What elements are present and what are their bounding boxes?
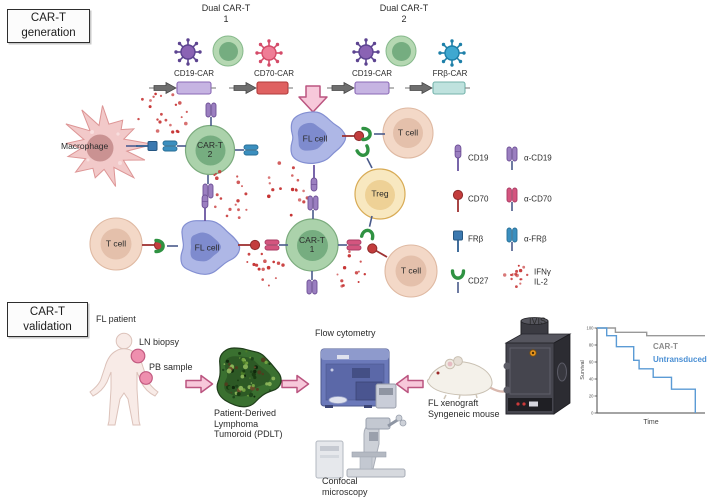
- legend-anti-cd19-icon: [506, 146, 518, 171]
- dual-car-t-1-title: Dual CAR-T 1: [201, 3, 251, 24]
- legend-anti-frb-icon: [506, 227, 518, 252]
- cd27-receptor-treg: [355, 144, 379, 173]
- validation-section-box: CAR-T validation: [7, 302, 88, 337]
- flow-cytometry-label: Flow cytometry: [315, 328, 376, 338]
- anti-cd19-receptor: [202, 174, 214, 199]
- lentivirus-pink-icon: [255, 39, 283, 67]
- legend-cd27-icon: [450, 269, 466, 295]
- lentivirus-purple-icon-2: [352, 38, 380, 66]
- legend-cd70-icon: [452, 189, 464, 213]
- tumoroid-image: [216, 347, 282, 408]
- fl-cell-upper-label: FL cell: [302, 133, 328, 144]
- chart-ylabel: Survival: [580, 360, 586, 380]
- frb-car-label: FRβ-CAR: [432, 69, 468, 78]
- frb-car-construct: [405, 81, 470, 95]
- cd19-antigen: [310, 164, 318, 192]
- car-t-1-label: CAR-T 1: [299, 235, 325, 254]
- cd70-car-label: CD70-CAR: [253, 69, 295, 78]
- flow-arrow-left: [395, 374, 424, 394]
- patient-figure: [89, 332, 159, 426]
- mouse-icon: [427, 356, 514, 400]
- confocal-microscope-icon: [315, 414, 407, 479]
- legend-cd19-label: CD19: [468, 153, 489, 163]
- transduction-down-arrow: [298, 85, 328, 113]
- transduced-cell-1: [212, 35, 244, 67]
- svg-text:0: 0: [591, 411, 594, 416]
- lentivirus-purple-icon: [174, 38, 202, 66]
- anti-frb-receptor: [234, 144, 259, 156]
- svg-text:40: 40: [589, 377, 594, 382]
- legend-cd27-label: CD27: [468, 276, 489, 286]
- cd19-car-construct-1: [149, 81, 216, 95]
- legend-anti-cd70-icon: [506, 187, 518, 212]
- svg-text:80: 80: [589, 343, 594, 348]
- car-t-2-label: CAR-T 2: [197, 140, 223, 159]
- pb-sample-label: PB sample: [149, 362, 193, 372]
- legend-frb-label: FRβ: [468, 234, 484, 244]
- survival-chart: 0 20 40 60 80 100 Survival Time CAR-T Untrans…: [580, 326, 707, 426]
- svg-text:60: 60: [589, 360, 594, 365]
- ln-biopsy-dot: [130, 348, 146, 364]
- legend-anti-frb-label: α-FRβ: [524, 234, 547, 244]
- pb-sample-dot: [139, 371, 153, 385]
- cd70-ligand: [365, 241, 391, 262]
- chart-legend-untransduced: Untransduced: [653, 355, 707, 364]
- cd70-car-construct: [229, 81, 293, 95]
- cytokine-dots: [137, 92, 529, 288]
- macrophage-nucleus: [86, 134, 114, 162]
- legend-frb-icon: [452, 230, 464, 253]
- anti-cd70-receptor: [264, 239, 289, 251]
- anti-cd19-receptor: [205, 102, 217, 127]
- anti-cd70-receptor: [337, 239, 362, 251]
- cd19-car-label-2: CD19-CAR: [351, 69, 393, 78]
- pdlt-label: Patient-Derived Lymphoma Tumoroid (PDLT): [214, 408, 283, 440]
- mouse-label: FL xenograft Syngeneic mouse: [428, 398, 500, 419]
- chart-legend-cart: CAR-T: [653, 342, 678, 351]
- transduced-cell-2: [385, 35, 417, 67]
- anti-cd19-receptor: [307, 195, 319, 220]
- treg-label: Treg: [371, 188, 389, 199]
- cd19-car-label-1: CD19-CAR: [173, 69, 215, 78]
- legend-cytokines-label: IFNγ IL-2: [534, 267, 551, 286]
- legend-cd19-icon: [454, 144, 462, 172]
- anti-frb-receptor: [162, 140, 187, 152]
- legend-anti-cd19-label: α-CD19: [524, 153, 552, 163]
- legend-cd70-label: CD70: [468, 194, 489, 204]
- cd70-ligand: [237, 239, 261, 251]
- svg-text:20: 20: [589, 394, 594, 399]
- flow-cytometer-icon: [320, 348, 397, 409]
- flow-arrow-1: [185, 374, 214, 394]
- ivis-label: IVIS: [529, 316, 547, 326]
- svg-text:100: 100: [587, 326, 595, 331]
- anti-cd19-receptor: [306, 270, 318, 295]
- t-cell-upper-label: T cell: [397, 127, 419, 138]
- legend-anti-cd70-label: α-CD70: [524, 194, 552, 204]
- lentivirus-blue-icon: [438, 39, 466, 67]
- fl-cell-lower-label: FL cell: [194, 242, 220, 253]
- macrophage-label: Macrophage: [61, 141, 109, 151]
- ivis-imager-icon: [503, 317, 572, 415]
- cd19-antigen: [201, 194, 209, 222]
- t-cell-right-label: T cell: [400, 265, 422, 276]
- dual-car-t-2-title: Dual CAR-T 2: [379, 3, 429, 24]
- flow-arrow-2: [281, 374, 310, 394]
- confocal-microscopy-label: Confocal microscopy: [322, 476, 368, 497]
- generation-section-box: CAR-T generation: [7, 9, 90, 43]
- ln-biopsy-label: LN biopsy: [139, 337, 180, 347]
- cd27-receptor: [361, 126, 387, 142]
- t-cell-left-label: T cell: [105, 238, 127, 249]
- chart-xlabel: Time: [643, 419, 658, 426]
- fl-patient-label: FL patient: [96, 314, 136, 324]
- cd19-car-construct-2: [327, 81, 394, 95]
